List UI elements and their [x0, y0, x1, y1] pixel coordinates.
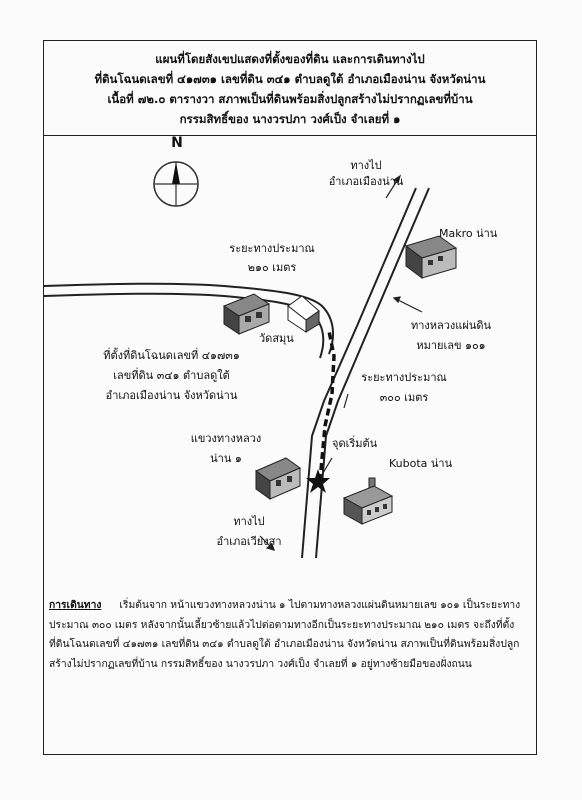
compass-north-label: N [171, 135, 183, 151]
makro-building-icon [404, 235, 458, 279]
title-line-3: เนื้อที่ ๗๒.๐ ตารางวา สภาพเป็นที่ดินพร้อ… [107, 92, 473, 106]
map-drawing [44, 161, 458, 559]
temple-label: วัดสมุน [259, 332, 294, 345]
distance-210-label: ระยะทางประมาณ๒๑๐ เมตร [229, 242, 315, 274]
makro-label: Makro น่าน [439, 227, 498, 240]
title-line-2: ที่ดินโฉนดเลขที่ ๔๑๗๓๑ เลขที่ดิน ๓๔๑ ตำบ… [94, 72, 486, 86]
highway-office-building-icon [254, 457, 302, 500]
distance-300-label: ระยะทางประมาณ๓๐๐ เมตร [361, 371, 447, 404]
temple-icon [287, 295, 320, 333]
highway-101 [301, 187, 430, 559]
highway-office-label: แขวงทางหลวงน่าน ๑ [190, 432, 262, 465]
site-building-icon [222, 293, 271, 335]
start-point-label: จุดเริ่มต้น [332, 437, 378, 450]
description-text: เริ่มต้นจาก หน้าแขวงทางหลวงน่าน ๑ ไปตามท… [49, 599, 521, 670]
route-dashed [318, 330, 336, 482]
compass-icon [153, 161, 199, 207]
title-line-1: แผนที่โดยสังเขปแสดงที่ตั้งของที่ดิน และก… [155, 52, 425, 66]
to-town-label: ทางไปอำเภอเมืองน่าน [328, 159, 404, 188]
to-wiang-label: ทางไปอำเภอเวียงสา [216, 515, 282, 548]
travel-description: การเดินทางเริ่มต้นจาก หน้าแขวงทางหลวงน่า… [43, 596, 537, 674]
highway-101-label: ทางหลวงแผ่นดินหมายเลข ๑๐๑ [410, 319, 492, 352]
kubota-factory-icon [342, 477, 394, 525]
map-box: N ทางไปอำเภอเมืองน่าน Makro น่าน ระยะทาง… [43, 135, 537, 755]
title-box: แผนที่โดยสังเขปแสดงที่ตั้งของที่ดิน และก… [43, 40, 537, 136]
kubota-label: Kubota น่าน [389, 457, 453, 470]
title-line-4: กรรมสิทธิ์ของ นางวรปภา วงศ์เป็ง จำเลยที่… [179, 112, 401, 126]
leader-arrows [259, 174, 423, 551]
description-heading: การเดินทาง [49, 599, 102, 611]
start-star-icon [306, 469, 330, 493]
site-label: ที่ตั้งที่ดินโฉนดเลขที่ ๔๑๗๓๑เลขที่ดิน ๓… [103, 349, 240, 402]
